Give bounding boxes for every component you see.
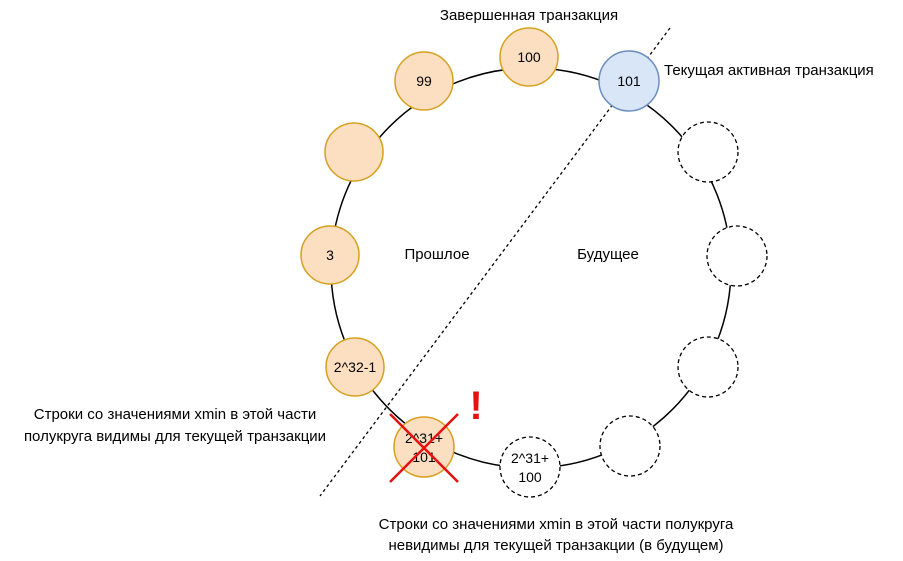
node-2pow31-plus-101: 2^31+ 101 [389,413,459,483]
node-empty-past [324,122,384,182]
node-3: 3 [300,225,360,285]
label-invisible-line-1: Строки со значениями xmin в этой части п… [379,516,734,533]
node-2pow32-minus-1: 2^32-1 [325,337,385,397]
label-visible-line-1: Строки со значениями xmin в этой части [34,406,316,423]
label-future: Будущее [577,246,639,263]
warning-mark: ! [469,384,482,428]
svg-text:101: 101 [617,73,641,89]
node-101-current: 101 [598,50,660,112]
label-current-transaction: Текущая активная транзакция [664,62,874,79]
svg-text:99: 99 [416,73,432,89]
node-100: 100 [499,27,559,87]
future-node-empty-4 [677,121,739,183]
label-invisible-line-2: невидимы для текущей транзакции (в будущ… [388,537,723,554]
future-node-empty-2 [677,336,739,398]
node-2pow31-plus-100: 2^31+ 100 [499,436,561,498]
future-node-empty-3 [706,225,768,287]
transaction-ring [330,67,732,469]
label-past: Прошлое [404,246,469,263]
svg-text:2^31+: 2^31+ [511,450,549,466]
svg-text:2^32-1: 2^32-1 [334,359,377,375]
svg-text:3: 3 [326,247,334,263]
future-node-empty-1 [599,415,661,477]
svg-text:2^31+: 2^31+ [405,430,443,446]
node-99: 99 [394,51,454,111]
svg-text:100: 100 [517,49,541,65]
label-completed-transaction: Завершенная транзакция [440,7,618,24]
cross-mark-b [389,413,459,483]
svg-text:100: 100 [518,469,542,485]
label-visible-line-2: полукруга видимы для текущей транзакции [24,428,326,445]
